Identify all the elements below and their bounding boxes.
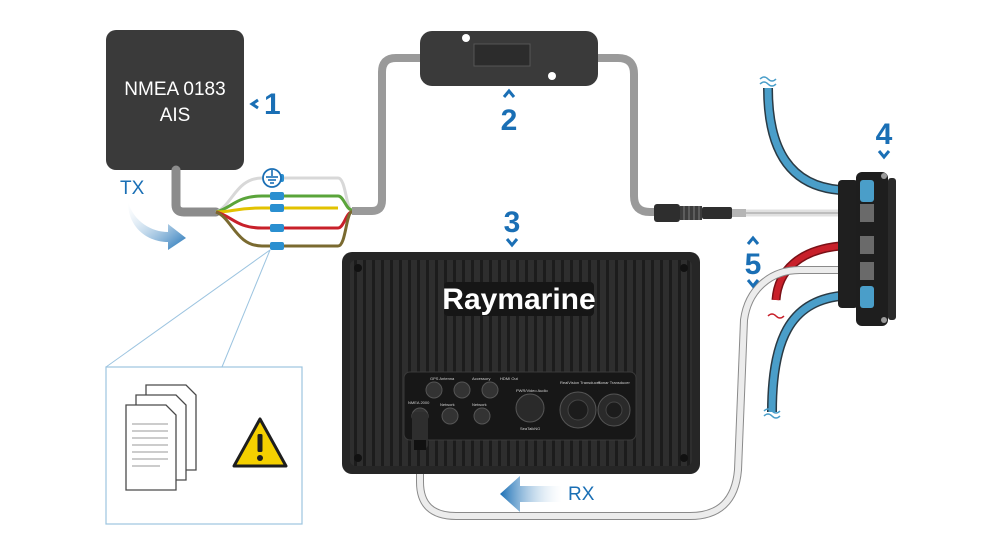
- wire-connector: [270, 204, 284, 212]
- port-labels: GPS Antenna Accessory HDMI Out PWR/Video…: [408, 376, 630, 431]
- callout-5-label: 5: [745, 248, 762, 281]
- svg-text:PWR/Video Audio: PWR/Video Audio: [516, 388, 548, 393]
- flow-arrow-icon: [128, 202, 186, 250]
- svg-text:Accessory: Accessory: [472, 376, 490, 381]
- wire-connector: [270, 224, 284, 232]
- callout-4: 4: [876, 118, 893, 160]
- wire-connector: [270, 192, 284, 200]
- nmea-0183-ais-device: NMEA 0183 AIS: [106, 30, 244, 170]
- device-label-line2: AIS: [160, 105, 191, 126]
- backbone-tpiece-block: [838, 172, 896, 326]
- nmea-converter: [420, 31, 660, 216]
- tx-label: TX: [120, 178, 145, 199]
- warning-icon: [232, 417, 288, 468]
- wire-connector: [270, 242, 284, 250]
- brand-logo: Raymarine: [442, 283, 595, 316]
- callout-5: 5: [745, 235, 762, 289]
- svg-text:SeaTalkNG: SeaTalkNG: [520, 426, 540, 431]
- ground-icon: [262, 168, 282, 188]
- svg-text:Sonar Transducer: Sonar Transducer: [598, 380, 630, 385]
- flow-arrow-icon: [500, 476, 562, 512]
- svg-text:GPS Antenna: GPS Antenna: [430, 376, 455, 381]
- backbone-cables: [416, 76, 842, 520]
- callout-2-label: 2: [501, 104, 518, 137]
- callout-1-label: 1: [264, 88, 281, 121]
- svg-text:RealVision Transducer: RealVision Transducer: [560, 380, 601, 385]
- tx-flow: TX: [120, 178, 186, 250]
- documentation-panel: [105, 366, 303, 525]
- svg-text:Network: Network: [440, 402, 455, 407]
- devicenet-connector: [654, 204, 842, 222]
- device-label-line1: NMEA 0183: [124, 79, 225, 100]
- svg-text:NMEA 2000: NMEA 2000: [408, 400, 430, 405]
- callout-1: 1: [249, 88, 281, 121]
- zoom-lines: [105, 249, 271, 368]
- svg-text:Network: Network: [472, 402, 487, 407]
- callout-4-label: 4: [876, 118, 893, 151]
- rear-connectors: [411, 381, 631, 429]
- svg-text:HDMI Out: HDMI Out: [500, 376, 519, 381]
- document-stack-icon: [125, 384, 197, 491]
- raymarine-display-rear: Raymarine GPS Antenna Accessory HDMI Out…: [342, 252, 700, 474]
- callout-3: 3: [504, 206, 521, 248]
- nmea-0183-cable: [171, 54, 428, 250]
- rx-flow: RX: [500, 476, 595, 512]
- callout-2: 2: [501, 88, 518, 137]
- callout-3-label: 3: [504, 206, 521, 239]
- rx-label: RX: [568, 484, 595, 505]
